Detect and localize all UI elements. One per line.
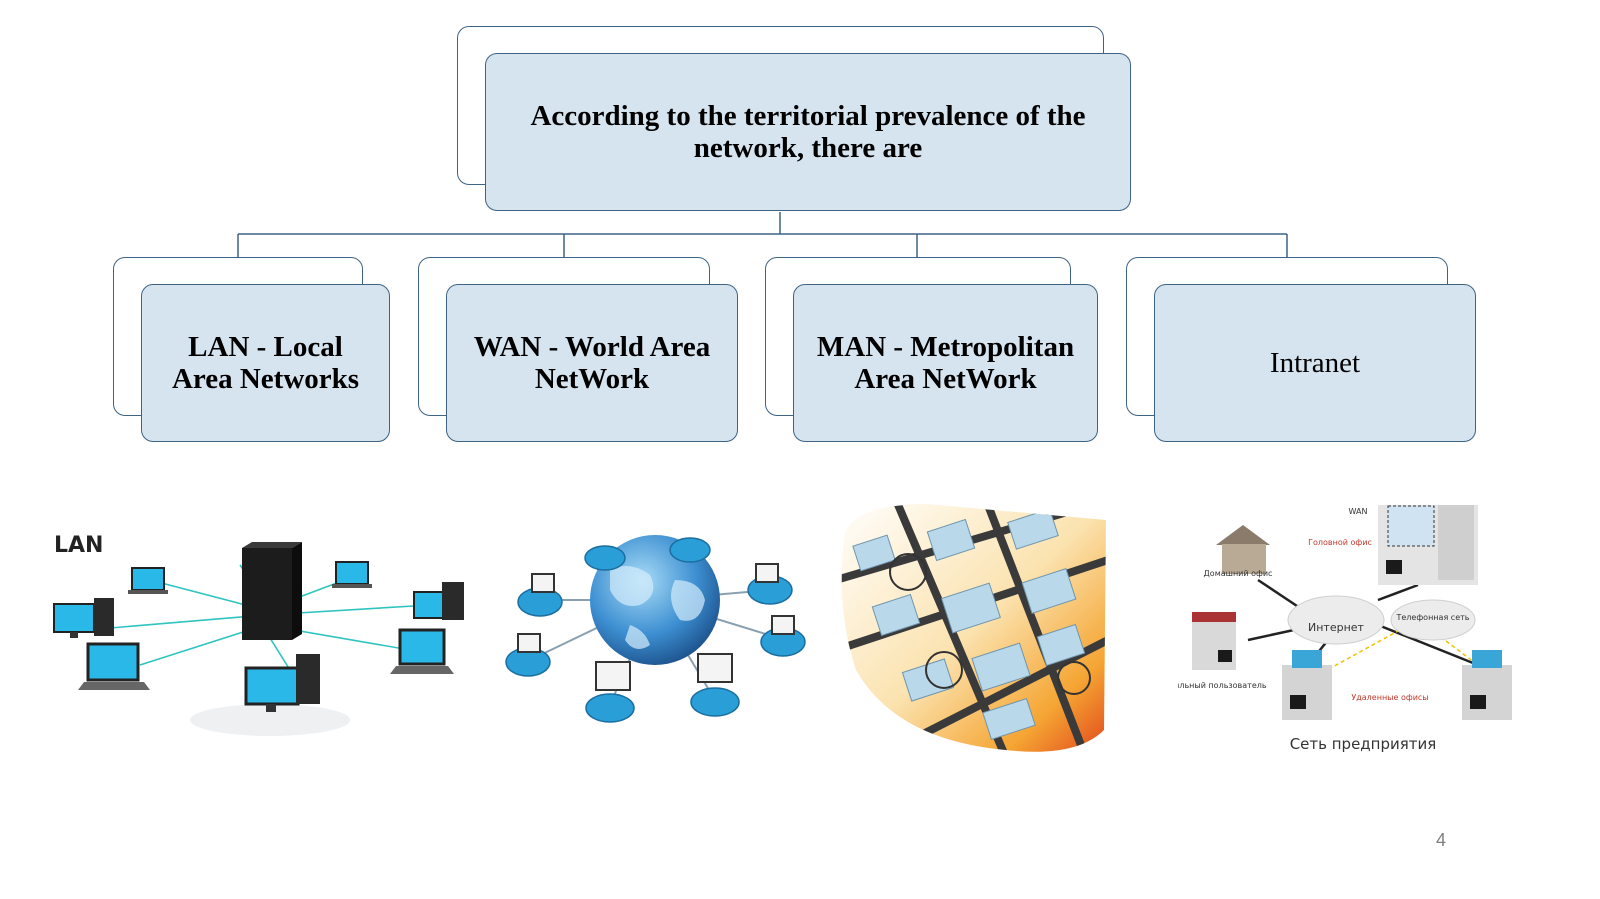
city-network-image xyxy=(841,504,1106,752)
remote-offices-label: Удаленные офисы xyxy=(1351,693,1428,702)
phone-network-label: Телефонная сеть xyxy=(1396,613,1470,622)
category-box-intranet: Intranet xyxy=(1154,284,1476,442)
title-box: According to the territorial prevalence … xyxy=(485,53,1131,211)
home-office-label: Домашний офис xyxy=(1204,569,1273,578)
page-number: 4 xyxy=(1436,830,1447,850)
mobile-user-label: Мобильный пользователь xyxy=(1178,681,1267,690)
head-office-label: Головной офис xyxy=(1308,538,1372,547)
wan-tag-label: WAN xyxy=(1349,507,1368,516)
category-label-intranet: Intranet xyxy=(1269,347,1361,379)
lan-image-label: LAN xyxy=(54,533,104,558)
enterprise-network-image: Интернет Телефонная сеть Домашний офис Г… xyxy=(1178,505,1512,753)
category-box-man: MAN - Metropolitan Area NetWork xyxy=(793,284,1098,442)
category-box-lan: LAN - Local Area Networks xyxy=(141,284,390,442)
lan-star-network-image xyxy=(53,542,464,736)
category-box-wan: WAN - World Area NetWork xyxy=(446,284,738,442)
globe-network-image xyxy=(505,535,806,723)
category-label-man: MAN - Metropolitan Area NetWork xyxy=(816,331,1075,395)
internet-label: Интернет xyxy=(1308,621,1365,634)
enterprise-network-caption: Сеть предприятия xyxy=(1290,735,1437,753)
category-label-wan: WAN - World Area NetWork xyxy=(473,331,711,395)
diagram-title: According to the territorial prevalence … xyxy=(530,100,1086,164)
category-label-lan: LAN - Local Area Networks xyxy=(171,331,360,395)
